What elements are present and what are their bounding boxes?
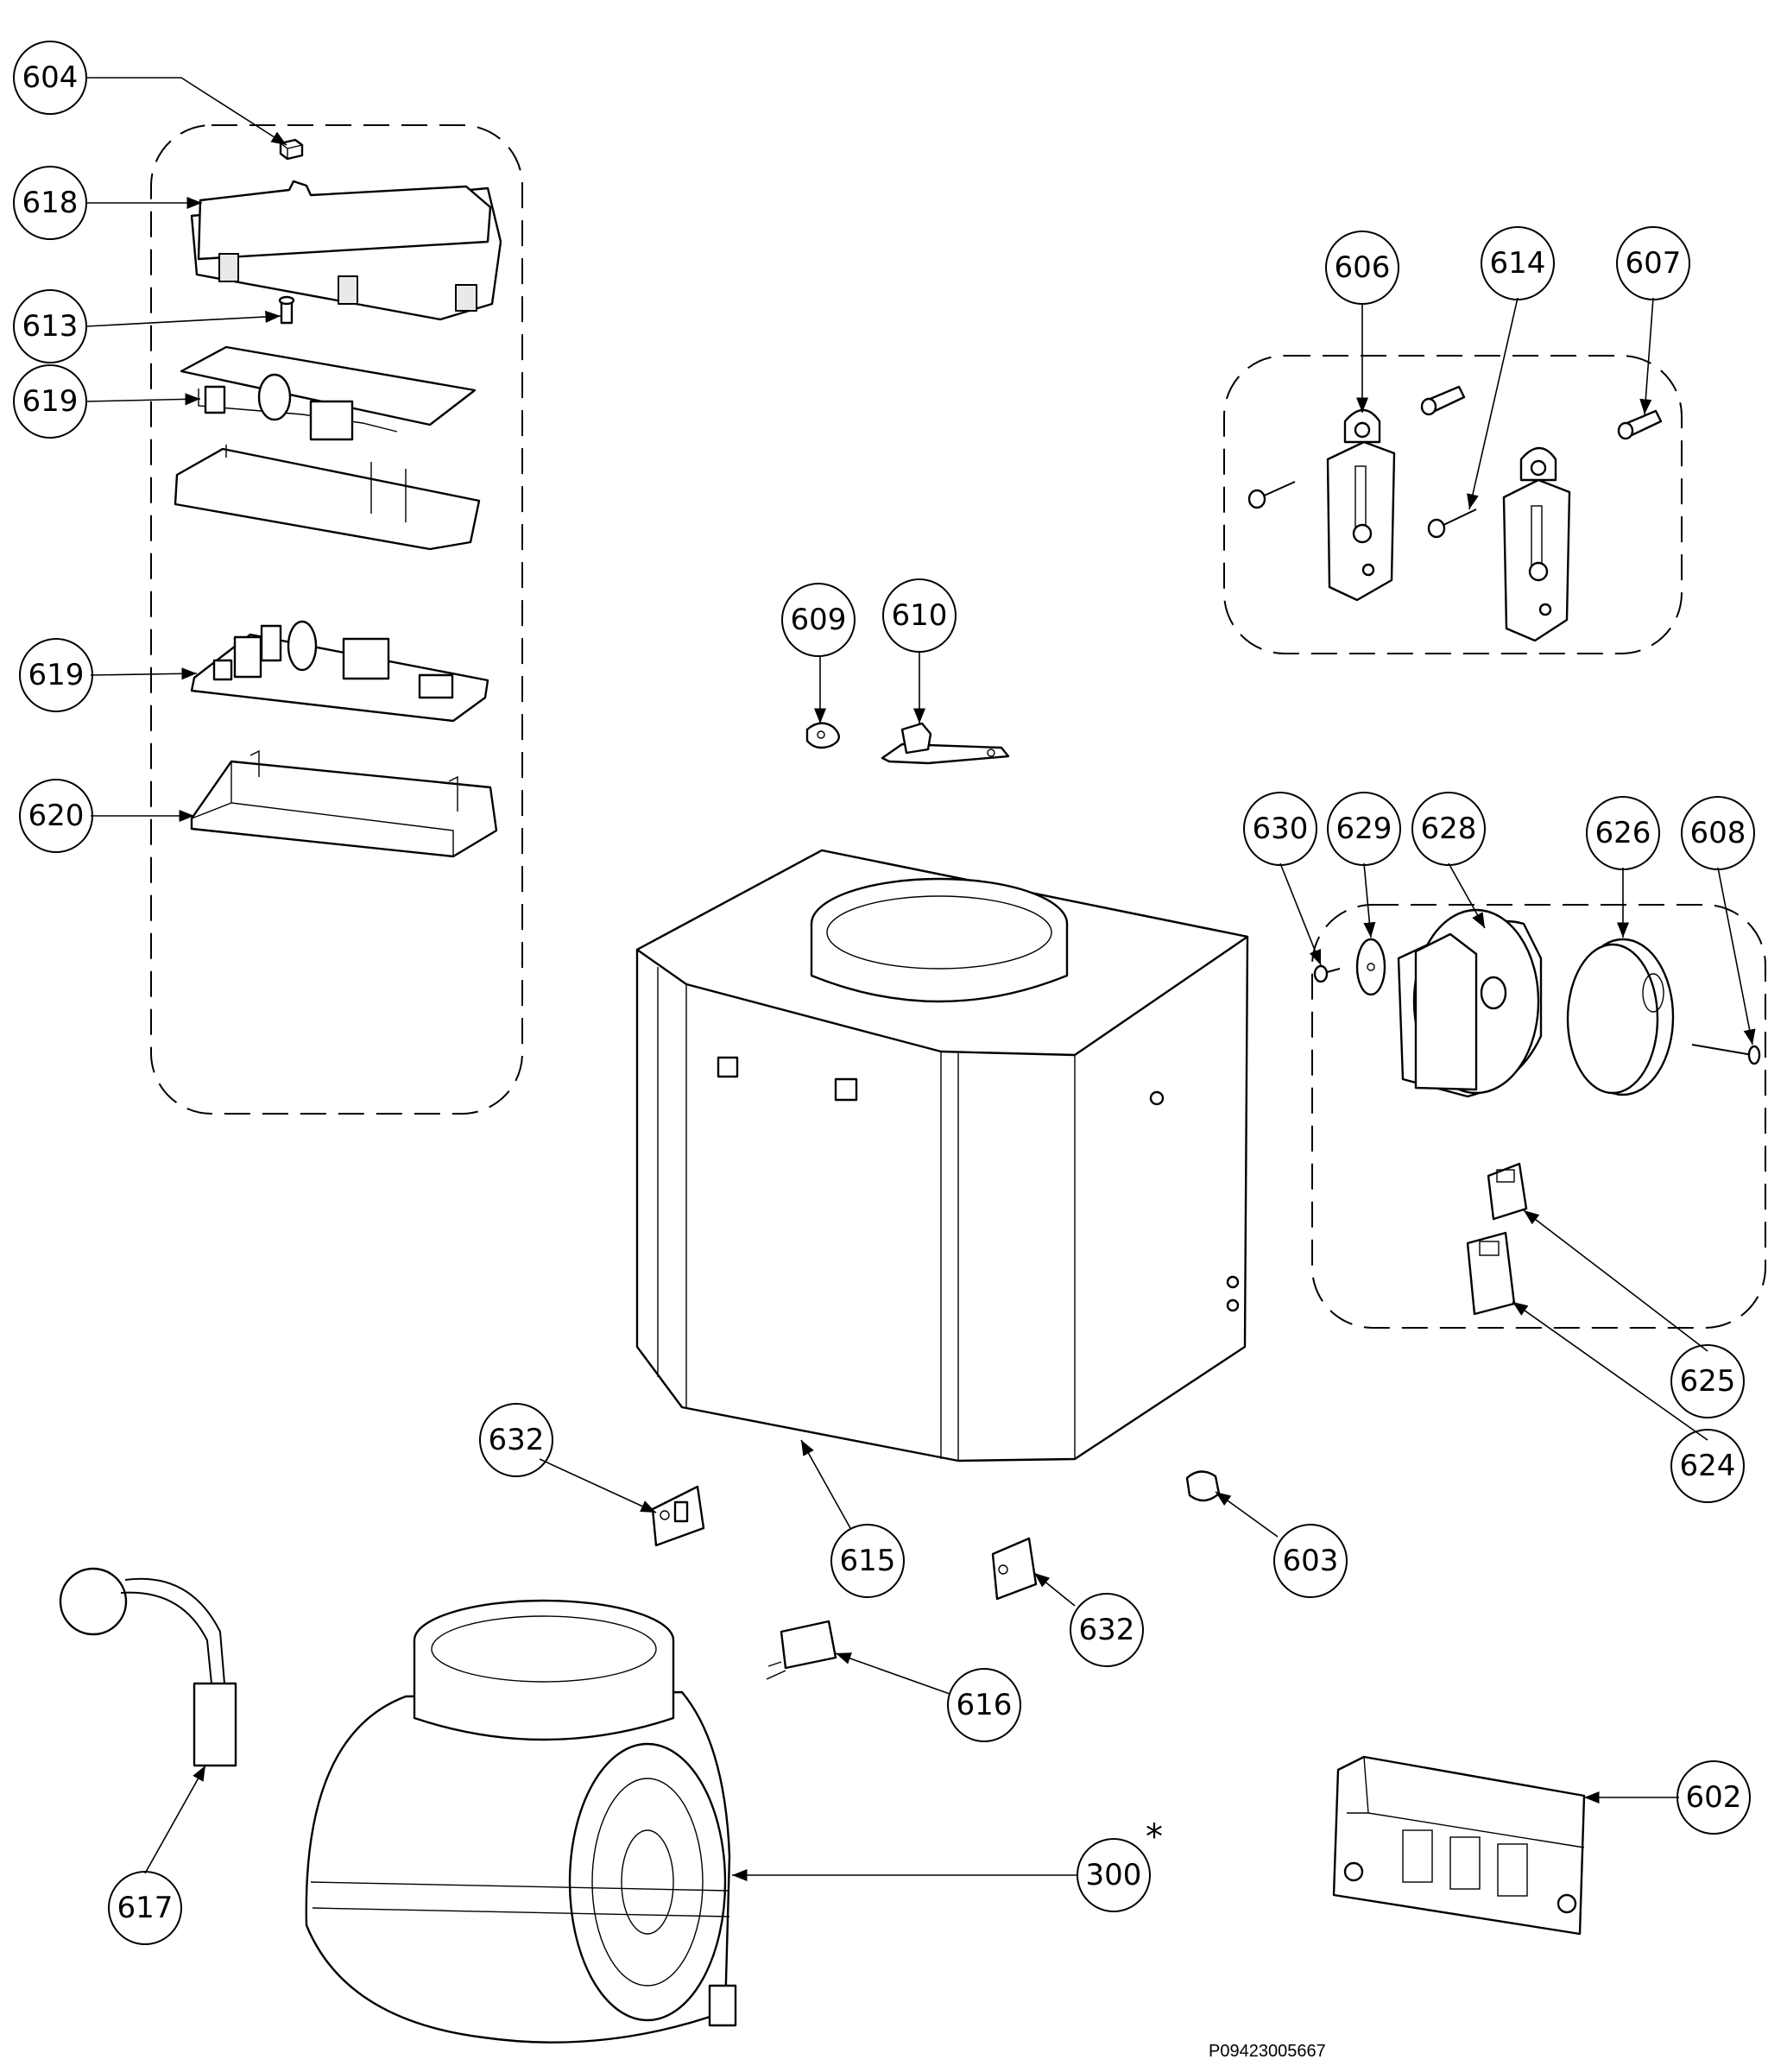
callout-label: 614 [1490,246,1546,281]
callout-609: 609 [781,583,856,657]
callout-label: 607 [1626,246,1682,281]
callout-label: 628 [1421,812,1477,846]
part-629-lens-disc [1355,938,1386,996]
callout-630: 630 [1243,792,1317,866]
part-625-connector [1487,1162,1528,1221]
part-624-connector [1466,1231,1516,1316]
callout-619-lower: 619 [19,638,93,712]
callout-626: 626 [1586,796,1660,870]
callout-603: 603 [1273,1524,1348,1598]
callout-616: 616 [947,1668,1021,1742]
group-box-lamp-unit [1311,904,1766,1329]
callout-label: 629 [1336,812,1392,846]
part-617-cable [59,1567,237,1767]
callout-606: 606 [1325,231,1399,305]
document-id: P09423005667 [1209,2042,1326,2061]
part-628-lamp-holder [1397,908,1543,1098]
callout-608: 608 [1681,796,1755,870]
callout-604: 604 [13,41,87,115]
callout-label: 625 [1680,1364,1736,1399]
asterisk-mark: * [1146,1817,1163,1857]
part-609-washer [805,722,840,749]
callout-label: 609 [791,603,847,637]
callout-632-left: 632 [479,1403,553,1477]
part-607-wall-plug-2 [1617,409,1663,440]
part-616-switch [766,1620,837,1680]
callout-632-right: 632 [1070,1593,1144,1667]
callout-label: 616 [957,1688,1013,1722]
part-607-wall-plug [1420,385,1466,416]
callout-628: 628 [1411,792,1486,866]
group-box-mounting-brackets [1223,355,1683,654]
part-610-switch-bracket [881,722,1010,765]
callout-label: 603 [1283,1544,1339,1578]
callout-label: 615 [840,1544,896,1578]
part-614-screw-2 [1427,509,1477,539]
part-606-mounting-bracket [1326,408,1396,602]
callout-label: 608 [1690,816,1746,850]
part-632-clip [651,1485,705,1547]
part-614-screw [1247,481,1296,509]
callout-label: 632 [489,1423,545,1457]
callout-label: 620 [28,799,85,833]
part-603-knob [1185,1470,1221,1502]
callout-label: 300 [1086,1858,1142,1892]
part-602-filter-frame [1332,1755,1586,1936]
leader-lines [85,77,1756,1882]
callout-613: 613 [13,289,87,363]
callout-label: 632 [1079,1613,1135,1647]
callout-label: 606 [1335,250,1391,285]
callout-label: 604 [22,60,79,95]
part-618-control-cover [190,180,502,321]
callout-617: 617 [108,1871,182,1945]
part-619-power-board [190,620,489,723]
part-606-mounting-bracket-2 [1502,446,1571,642]
part-626-lamp-shade [1566,938,1675,1096]
callout-label: 626 [1595,816,1651,850]
callout-619-upper: 619 [13,364,87,439]
callout-620: 620 [19,779,93,853]
part-630-screw [1313,964,1341,983]
callout-label: 619 [22,384,79,419]
callout-label: 602 [1686,1780,1742,1815]
part-632-clip-2 [991,1537,1038,1601]
callout-607: 607 [1616,226,1690,300]
callout-300: 300 [1077,1838,1151,1912]
callout-602: 602 [1676,1760,1751,1835]
part-615-hood-housing [635,849,1249,1462]
callout-label: 619 [28,658,85,692]
part-300-motor-blower [305,1599,737,2044]
callout-label: 613 [22,309,79,344]
part-619-display-board [174,345,481,551]
callout-label: 618 [22,186,79,220]
callout-label: 617 [117,1891,174,1925]
callout-label: 610 [892,598,948,633]
callout-label: 624 [1680,1449,1736,1483]
callout-625: 625 [1670,1344,1745,1418]
callout-610: 610 [882,578,957,653]
callout-615: 615 [830,1524,905,1598]
part-620-board-tray [190,749,498,858]
callout-629: 629 [1327,792,1401,866]
callout-614: 614 [1481,226,1555,300]
callout-624: 624 [1670,1429,1745,1503]
part-613-pin [278,295,295,325]
part-608-pin [1691,1044,1761,1065]
callout-618: 618 [13,166,87,240]
callout-label: 630 [1253,812,1309,846]
part-604-clip [279,138,304,161]
group-box-control-board [150,124,523,1115]
